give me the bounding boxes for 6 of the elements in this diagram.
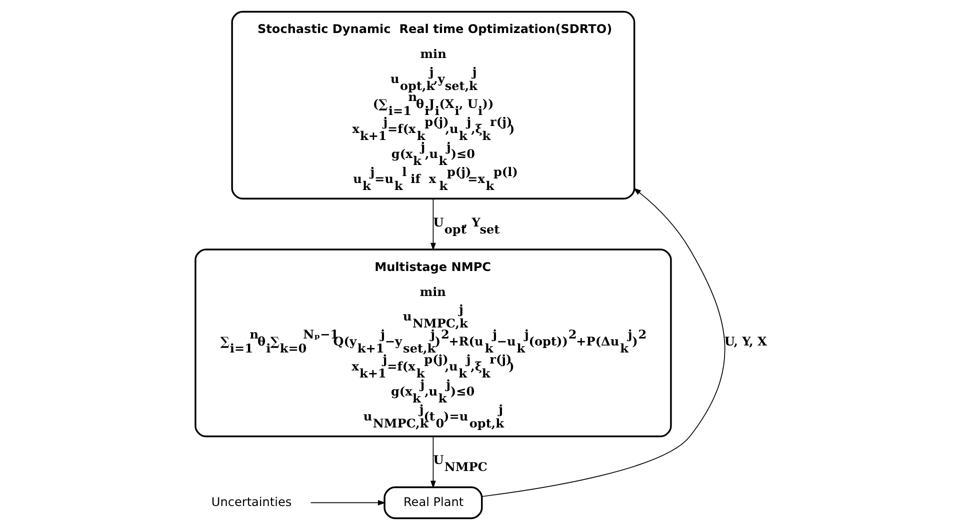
arrow <box>430 436 436 488</box>
arrow <box>310 500 386 506</box>
node-text: Uncertainties <box>210 494 292 509</box>
arrow <box>481 188 725 497</box>
arrow <box>430 198 436 251</box>
node-box: Real Plant <box>383 486 482 520</box>
